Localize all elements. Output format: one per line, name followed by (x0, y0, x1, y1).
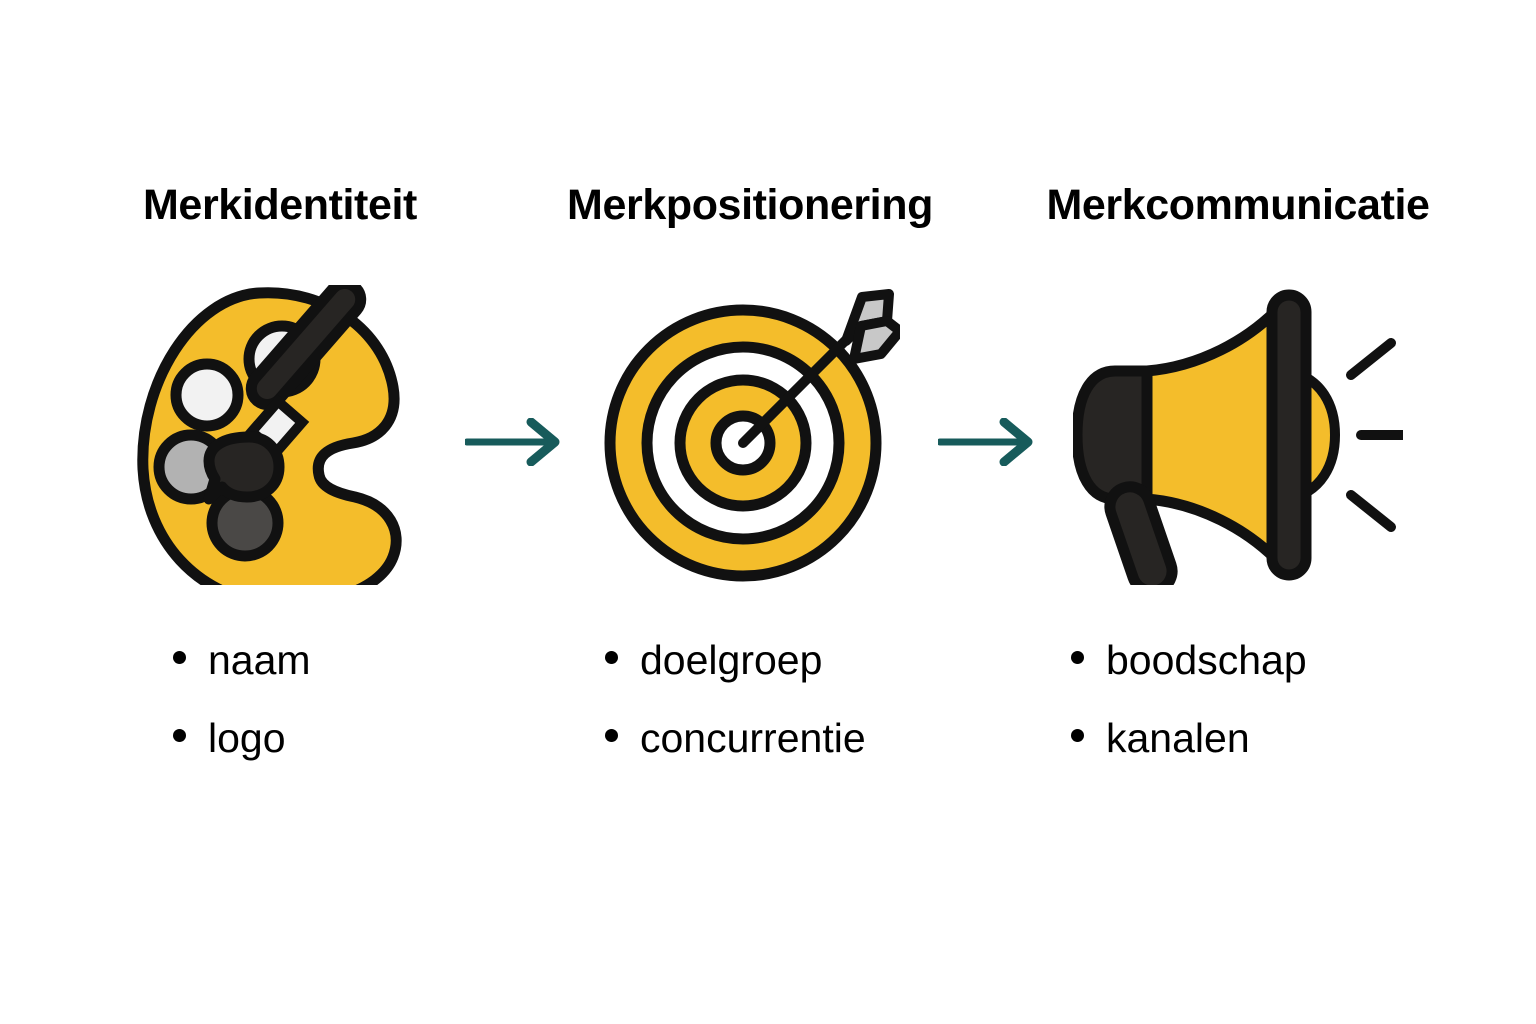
list-item: kanalen (1071, 718, 1250, 796)
step-merkpositionering: Merkpositionering (530, 0, 970, 1024)
bullet-dot-icon (173, 729, 186, 742)
target-icon-wrap (530, 282, 970, 587)
step-merkidentiteit: Merkidentiteit (95, 0, 465, 1024)
megaphone-icon (1073, 289, 1403, 585)
bullet-label: naam (208, 637, 311, 683)
arrow-right-icon (463, 417, 560, 467)
step-title-1: Merkidentiteit (143, 181, 417, 229)
arrow-right-icon (936, 417, 1033, 467)
paint-palette-icon (137, 284, 402, 585)
list-item: doelgroep (605, 640, 822, 718)
arrow-fletching (841, 288, 900, 364)
megaphone-sound-lines (1346, 337, 1403, 532)
arrow-shaft (738, 319, 866, 448)
step-title-3: Merkcommunicatie (1046, 181, 1430, 229)
bullet-dot-icon (173, 651, 186, 664)
bullet-dot-icon (1071, 651, 1084, 664)
megaphone-mouth-bar (1266, 289, 1312, 580)
bullet-dot-icon (1071, 729, 1084, 742)
bullet-label: boodschap (1106, 637, 1307, 683)
list-item: concurrentie (605, 718, 866, 796)
megaphone-handle (1104, 480, 1178, 585)
paint-brush-icon (203, 284, 367, 504)
connector-arrow-1 (463, 417, 565, 467)
megaphone-back-cap (1073, 365, 1153, 504)
step-1-bullet-list: naam logo (95, 640, 543, 796)
bullet-label: kanalen (1106, 715, 1250, 761)
connector-arrow-2 (936, 417, 1038, 467)
bullet-label: logo (208, 715, 286, 761)
step-2-bullet-list: doelgroep concurrentie (530, 640, 1045, 796)
bullet-dot-icon (605, 729, 618, 742)
step-merkcommunicatie: Merkcommunicatie (1008, 0, 1468, 1024)
megaphone-cone (1141, 293, 1293, 576)
bullet-label: doelgroep (640, 637, 823, 683)
megaphone-icon-wrap (1008, 282, 1468, 587)
list-item: boodschap (1071, 640, 1307, 718)
step-3-bullet-list: boodschap kanalen (1008, 640, 1531, 796)
target-bullseye-arrow-icon (604, 288, 900, 581)
step-title-2: Merkpositionering (567, 181, 933, 229)
bullet-dot-icon (605, 651, 618, 664)
list-item: naam (173, 640, 311, 718)
list-item: logo (173, 718, 286, 796)
bullet-label: concurrentie (640, 715, 866, 761)
paint-palette-icon-wrap (95, 282, 465, 587)
palette-well-white-2 (170, 358, 244, 431)
